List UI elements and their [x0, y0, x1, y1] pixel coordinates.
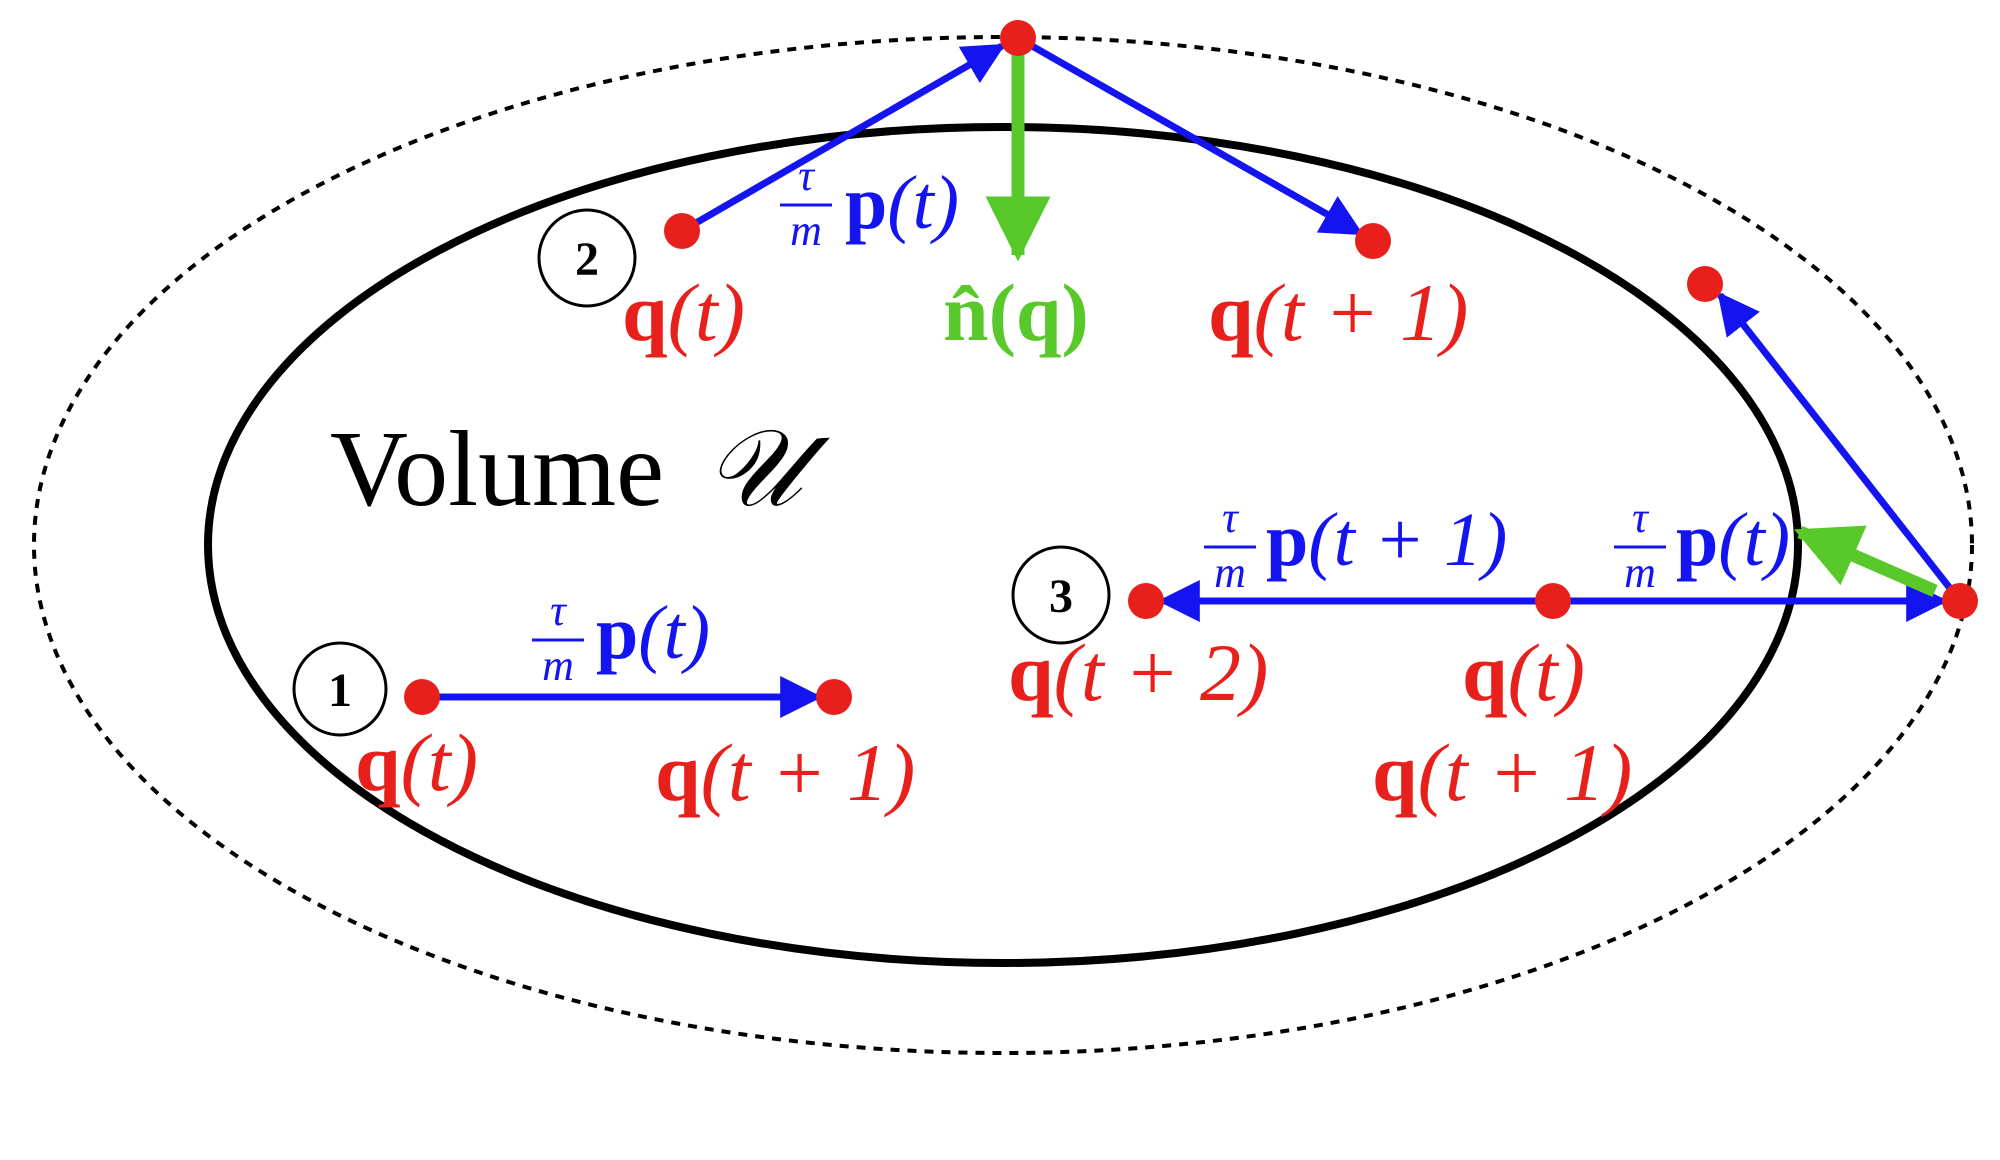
point-q-t1	[816, 679, 852, 715]
point-q-t1	[1355, 223, 1391, 259]
momentum-arrow-out	[1016, 34, 1364, 237]
label-q-t1: q(t + 1)	[655, 727, 915, 818]
svg-text:τ: τ	[550, 586, 568, 635]
point-q-t	[664, 213, 700, 249]
case-number-circle	[1011, 545, 1111, 645]
case-1: 1 τ m p(t) q(t) q(t + 1)	[292, 586, 915, 818]
case-number-circle	[292, 641, 388, 737]
case-number: 1	[328, 664, 352, 717]
svg-text:p(t): p(t)	[1676, 498, 1790, 582]
svg-text:m: m	[542, 641, 574, 690]
label-q-t2: q(t + 2)	[1008, 627, 1268, 718]
case-2: 2 τ m p(t) q(t) n̂(q) q(t + 1)	[537, 20, 1468, 358]
point-q-t	[404, 679, 440, 715]
momentum-label-t1: τ m p(t + 1)	[1204, 493, 1507, 597]
svg-text:m: m	[790, 206, 822, 255]
volume-label: Volume 𝒰	[330, 410, 830, 529]
volume-symbol: 𝒰	[705, 410, 830, 529]
case-number-circle	[537, 208, 637, 308]
svg-text:m: m	[1624, 548, 1656, 597]
svg-text:p(t): p(t)	[596, 591, 710, 675]
label-q-t1: q(t + 1)	[1208, 267, 1468, 358]
svg-text:p(t): p(t)	[845, 161, 959, 245]
svg-text:τ: τ	[1222, 493, 1240, 542]
point-reflected	[1000, 20, 1036, 56]
svg-text:p(t + 1): p(t + 1)	[1266, 498, 1507, 582]
outer-boundary-ellipse	[32, 35, 1974, 1055]
label-q-t: q(t)	[1462, 627, 1585, 718]
label-q-t1: q(t + 1)	[1372, 727, 1632, 818]
momentum-label-t: τ m p(t)	[1614, 493, 1790, 597]
case-3: 3 τ m p(t + 1) τ m p(t) q(t + 2)	[1008, 266, 1978, 818]
label-normal: n̂(q)	[943, 267, 1089, 358]
momentum-arrow-in	[680, 42, 1006, 235]
point-q-t2	[1128, 583, 1164, 619]
momentum-label: τ m p(t)	[780, 151, 959, 255]
point-boundary	[1942, 583, 1978, 619]
svg-text:τ: τ	[798, 151, 816, 200]
svg-text:m: m	[1214, 548, 1246, 597]
point-q-t	[1535, 583, 1571, 619]
reflection-arrow	[1717, 291, 1963, 604]
case-number: 3	[1049, 570, 1073, 623]
svg-text:τ: τ	[1632, 493, 1650, 542]
point-outside	[1687, 266, 1723, 302]
case-number: 2	[575, 233, 599, 286]
momentum-label: τ m p(t)	[532, 586, 710, 690]
normal-arrow	[1794, 525, 1938, 597]
label-q-t: q(t)	[355, 717, 478, 808]
label-q-t: q(t)	[622, 267, 745, 358]
volume-boundary-ellipse	[204, 123, 1802, 967]
